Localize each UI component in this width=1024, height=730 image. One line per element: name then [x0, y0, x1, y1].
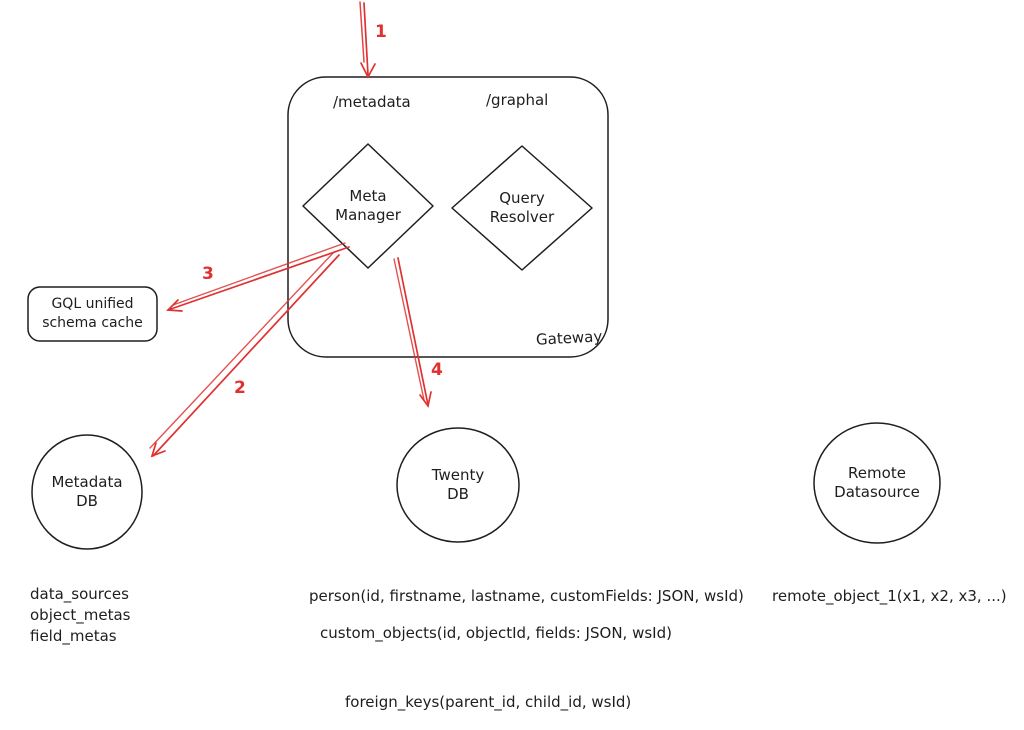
arrow-4-line: [397, 257, 429, 406]
meta-manager-label-line2: Manager: [335, 206, 401, 224]
remote-object-schema: remote_object_1(x1, x2, x3, ...): [772, 587, 1007, 605]
arrow-2-head: [150, 442, 166, 458]
route-metadata-label: /metadata: [333, 93, 411, 111]
arrow-1-head: [360, 62, 376, 79]
gateway-box: [287, 76, 609, 358]
arrow-1-line: [363, 2, 369, 76]
arrow-step-3-label: 3: [202, 264, 214, 284]
table-name-field-metas: field_metas: [30, 627, 117, 645]
query-resolver-label-line1: Query: [499, 189, 545, 207]
arrow-2-line: [152, 254, 340, 457]
query-resolver-label: Query Resolver: [462, 189, 582, 227]
twenty-db-label-line2: DB: [447, 485, 469, 503]
schema-cache-label: GQL unified schema cache: [28, 295, 157, 333]
meta-manager-diamond: [302, 143, 434, 269]
foreign-keys-table-schema: foreign_keys(parent_id, child_id, wsId): [345, 693, 632, 711]
schema-cache-label-line1: GQL unified: [51, 296, 134, 312]
metadata-db-tables-list: data_sources object_metas field_metas: [30, 584, 130, 647]
twenty-db-label-line1: Twenty: [431, 466, 485, 484]
route-graphql-label: /graphal: [486, 91, 549, 109]
custom-objects-table-schema: custom_objects(id, objectId, fields: JSO…: [320, 624, 672, 642]
schema-cache-label-line2: schema cache: [42, 315, 143, 331]
twenty-db-label: Twenty DB: [398, 466, 518, 504]
metadata-db-label-line1: Metadata: [51, 473, 123, 491]
meta-manager-label: Meta Manager: [308, 187, 428, 225]
query-resolver-diamond: [451, 145, 593, 271]
metadata-db-label-line2: DB: [76, 492, 98, 510]
gateway-label: Gateway: [535, 327, 603, 349]
arrow-step-2-label: 2: [234, 378, 246, 398]
arrow-4-line-sketch: [393, 258, 425, 401]
arrow-step-1-label: 1: [375, 22, 387, 42]
table-name-object-metas: object_metas: [30, 606, 131, 624]
arrow-step-4-label: 4: [431, 360, 443, 380]
metadata-db-label: Metadata DB: [27, 473, 147, 511]
metadata-db-circle: [31, 434, 143, 550]
table-name-data-sources: data_sources: [30, 585, 129, 603]
person-table-schema: person(id, firstname, lastname, customFi…: [309, 587, 744, 605]
meta-manager-label-line1: Meta: [349, 187, 387, 205]
arrow-4-head: [419, 391, 432, 409]
remote-datasource-label: Remote Datasource: [807, 464, 947, 502]
remote-datasource-label-line2: Datasource: [834, 483, 920, 501]
twenty-db-circle: [396, 427, 520, 543]
schema-cache-box: [27, 286, 158, 342]
arrow-3-line-sketch: [172, 242, 346, 306]
remote-datasource-label-line1: Remote: [848, 464, 906, 482]
arrow-2-line-sketch: [149, 251, 335, 449]
arrow-3-line: [167, 246, 350, 311]
arrow-1-line-sketch: [359, 1, 365, 63]
query-resolver-label-line2: Resolver: [489, 208, 555, 226]
arrow-3-head: [166, 299, 183, 312]
remote-datasource-circle: [813, 422, 941, 544]
